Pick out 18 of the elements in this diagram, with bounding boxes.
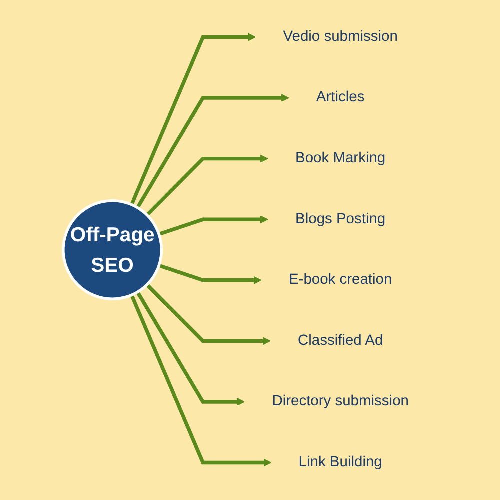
node-text: Directory submission xyxy=(272,394,409,410)
node-text: E-book creation xyxy=(288,272,392,288)
arrow xyxy=(146,284,271,346)
arrow xyxy=(130,294,272,467)
diagram: Off-Page SEO Vedio submission Articles Book Marking Blogs Posting E-book creation Classified Ad Directory submission Link Building xyxy=(5,5,495,495)
node-text: Vedio submission xyxy=(283,28,398,45)
node-text: Book Marking xyxy=(296,150,386,166)
node-text: Classified Ad xyxy=(298,332,384,349)
node-text: Articles xyxy=(316,90,365,106)
node-text: Blogs Posting xyxy=(296,211,386,227)
arrow xyxy=(158,264,262,284)
arrow xyxy=(158,216,268,236)
node-circle xyxy=(62,199,164,301)
arrow xyxy=(136,94,290,209)
arrow xyxy=(136,291,245,406)
arrow xyxy=(146,154,268,216)
node-text: Link Building xyxy=(298,454,382,470)
arrow xyxy=(130,33,256,206)
